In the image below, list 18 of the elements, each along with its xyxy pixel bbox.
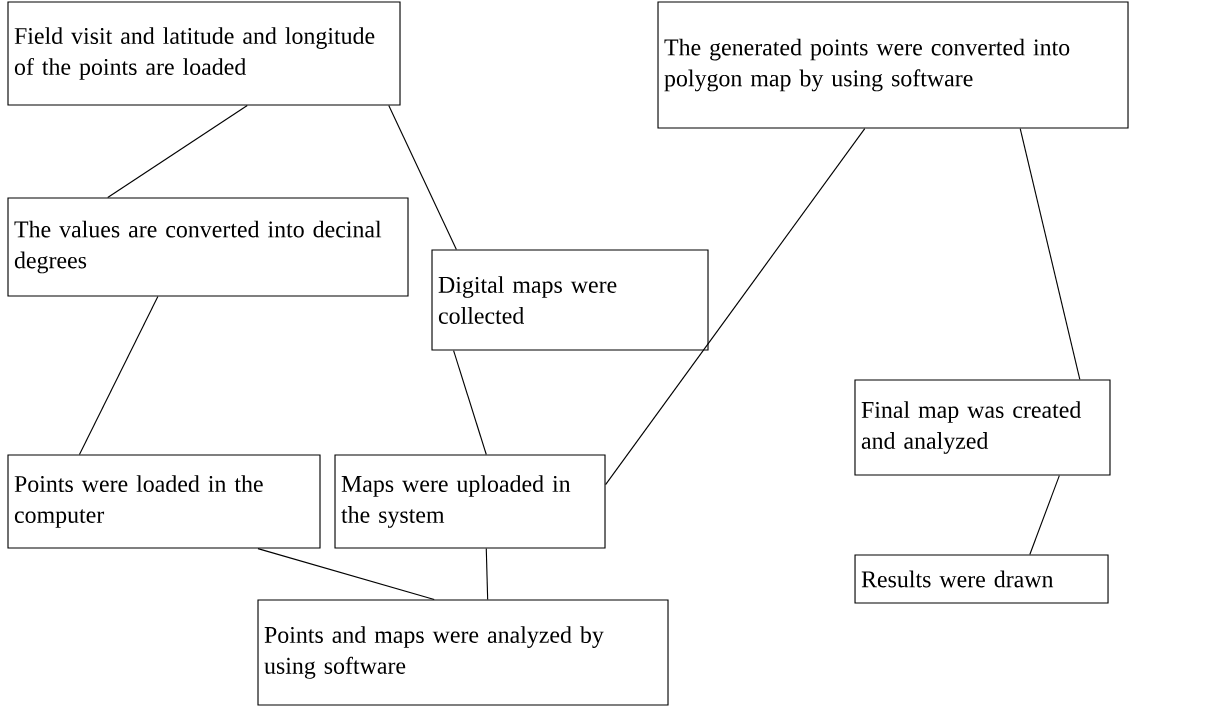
connector-line (107, 105, 248, 198)
connector-line (257, 548, 435, 600)
connector-line (605, 128, 866, 486)
process-box: Points were loaded in the computer (7, 454, 321, 549)
process-box: The generated points were converted into polygon map by using software (657, 1, 1129, 129)
process-box: The values are converted into decinal degrees (7, 197, 409, 297)
process-box: Maps were uploaded in the system (334, 454, 606, 549)
connector-line (78, 296, 159, 455)
process-box: Final map was created and analyzed (854, 379, 1111, 476)
process-box: Results were drawn (854, 554, 1109, 604)
connector-line (453, 350, 487, 455)
connector-line (388, 105, 457, 250)
process-box: Points and maps were analyzed by using software (257, 599, 669, 706)
connector-line (1019, 128, 1081, 381)
process-box: Field visit and latitude and longitude of the points are loaded (7, 1, 401, 106)
connector-line (1029, 475, 1060, 555)
process-box: Digital maps were collected (431, 249, 709, 351)
connector-line (485, 548, 489, 600)
